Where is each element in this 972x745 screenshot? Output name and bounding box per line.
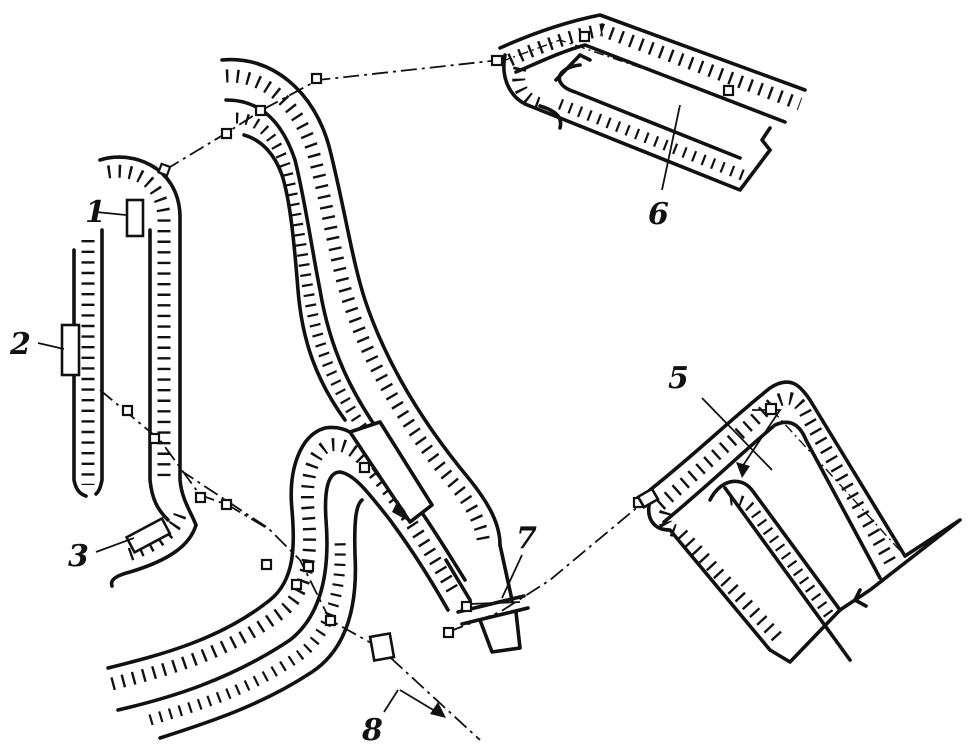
left-passage [72, 155, 198, 588]
node [260, 558, 273, 571]
node [121, 404, 134, 417]
node [220, 498, 233, 511]
node [254, 104, 267, 117]
label-8: 8 [361, 713, 383, 745]
label-1: 1 [85, 195, 106, 230]
exit-arrow-8 [399, 689, 446, 718]
equipment-5 [636, 487, 660, 509]
label-3: 3 [68, 539, 89, 574]
label-5: 5 [668, 361, 689, 396]
label-7: 7 [516, 521, 537, 556]
equipment [60, 198, 660, 663]
lower-loop [106, 425, 467, 740]
bay-5 [647, 380, 962, 664]
node [490, 54, 504, 67]
bay-6 [498, 13, 807, 192]
central-passage [220, 57, 502, 547]
label-6: 6 [648, 197, 669, 232]
node [442, 626, 455, 639]
node [220, 127, 233, 140]
equipment-2 [60, 323, 81, 377]
callouts: 1 2 3 5 6 7 8 [9, 104, 773, 745]
equipment-3 [124, 516, 172, 555]
node [764, 402, 778, 416]
node [148, 432, 161, 445]
node [194, 491, 207, 504]
node [302, 560, 315, 573]
equipment-1 [125, 198, 145, 238]
node [460, 600, 473, 613]
node [157, 162, 172, 177]
label-2: 2 [9, 327, 31, 362]
central-stub [348, 420, 434, 524]
node [722, 84, 735, 97]
node [290, 578, 303, 591]
equipment-8 [368, 631, 396, 663]
arrow-icon [430, 702, 446, 718]
node [324, 614, 337, 627]
node [310, 72, 323, 85]
signal-nodes [121, 30, 778, 639]
junction-7 [444, 543, 530, 654]
node [358, 461, 371, 474]
node [578, 30, 591, 43]
